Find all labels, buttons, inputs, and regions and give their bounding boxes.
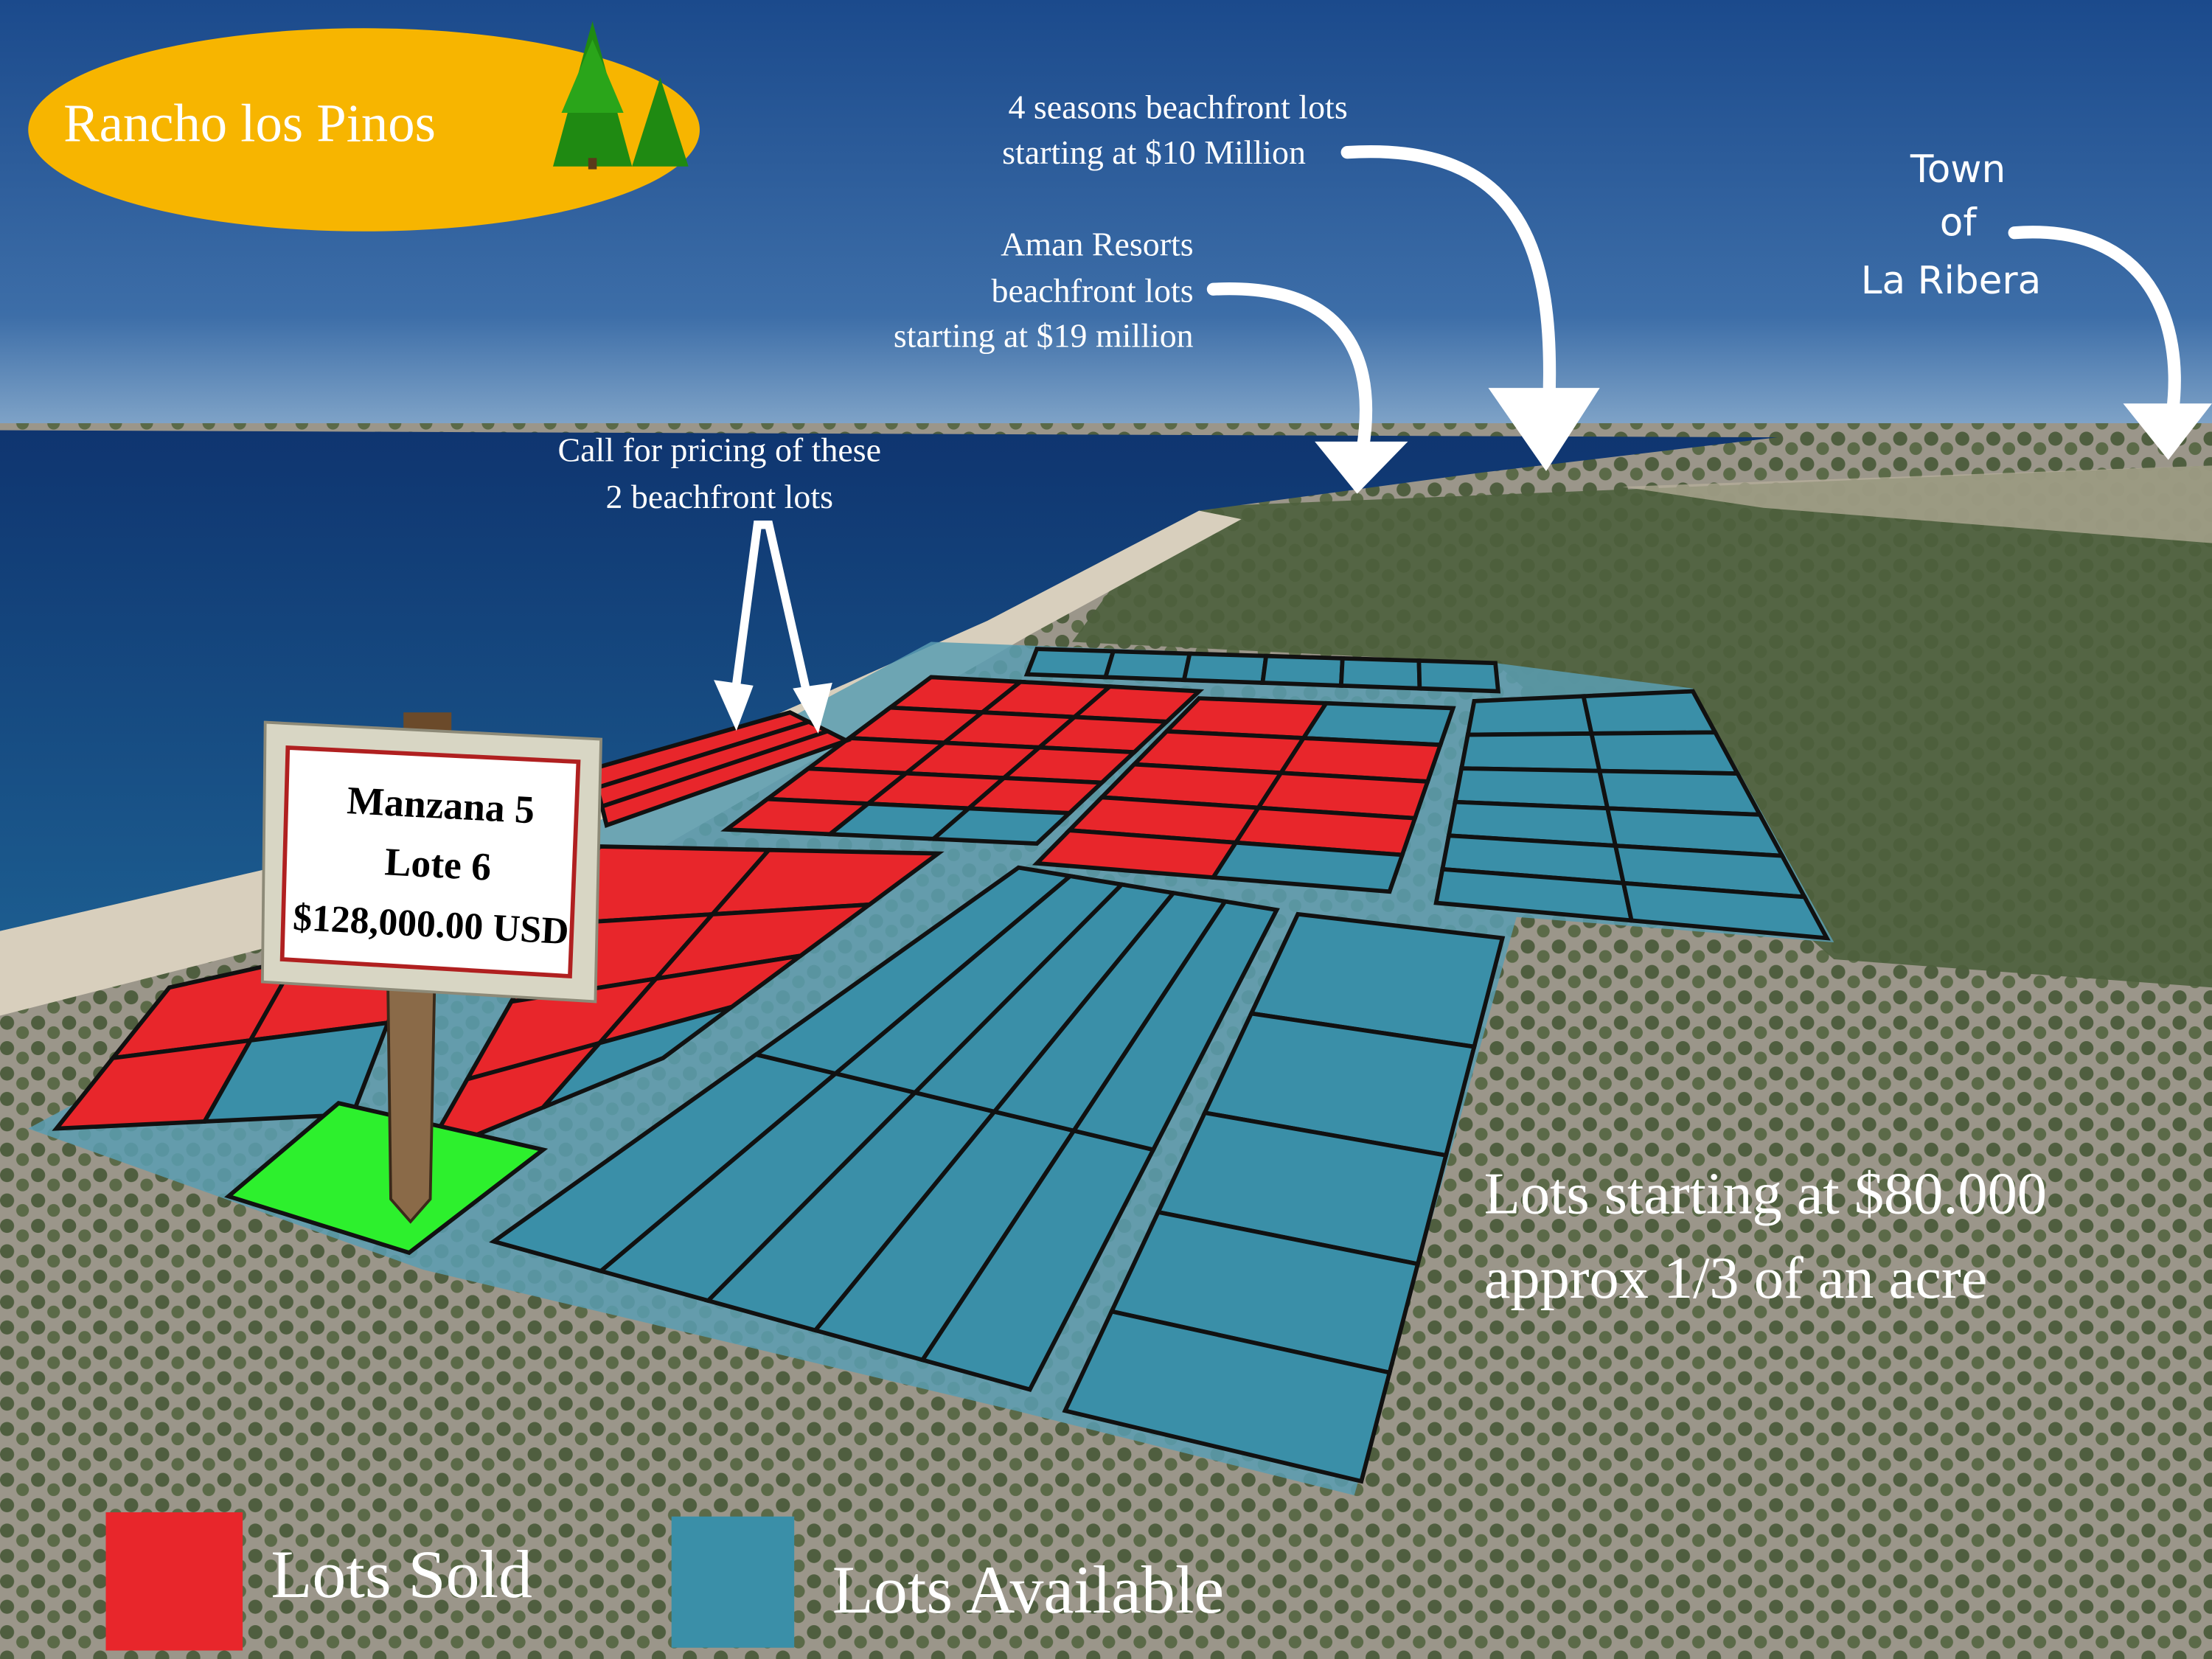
- lots-info-line-1: Lots starting at $80.000: [1484, 1161, 2047, 1226]
- legend-swatch-available: [671, 1516, 795, 1648]
- call-pricing-line-2: 2 beachfront lots: [606, 478, 834, 515]
- arrowhead-icon: [2123, 403, 2212, 460]
- four-seasons-line-1: 4 seasons beachfront lots: [1008, 88, 1347, 126]
- lot-available[interactable]: [1338, 655, 1422, 691]
- town-line-1: Town: [1910, 147, 2006, 192]
- arrowhead-icon: [1315, 441, 1408, 494]
- arrow-aman: [1206, 282, 1373, 456]
- legend-swatch-sold: [105, 1512, 243, 1651]
- lots-info-line-2: approx 1/3 of an acre: [1484, 1245, 1988, 1311]
- arrowhead-icon: [1488, 388, 1600, 472]
- lot-available[interactable]: [1416, 658, 1501, 694]
- legend-label-sold: Lots Sold: [271, 1537, 532, 1612]
- legend: Lots Sold Lots Available: [105, 1512, 1224, 1651]
- aman-line-3: starting at $19 million: [894, 317, 1194, 355]
- lot-available[interactable]: [1458, 731, 1602, 773]
- lot-available[interactable]: [1621, 880, 1831, 941]
- sign-line-manzana: Manzana 5: [346, 778, 535, 832]
- highlighted-lot-manzana5-lote6[interactable]: [224, 1101, 549, 1256]
- lot-available[interactable]: [928, 806, 1075, 846]
- aman-line-1: Aman Resorts: [1001, 225, 1193, 262]
- arrowhead-icon: [714, 680, 754, 731]
- sign-line-lote: Lote 6: [383, 839, 492, 888]
- arrow-four-seasons: [1340, 145, 1557, 408]
- aman-line-2: beachfront lots: [992, 271, 1194, 309]
- far-plain: [1622, 465, 2212, 543]
- lot-available[interactable]: [1209, 840, 1405, 894]
- lot-sold[interactable]: [599, 728, 852, 829]
- lots-grid: [28, 641, 1834, 1496]
- arrows: [729, 145, 2181, 717]
- lot-available[interactable]: [1581, 689, 1719, 736]
- pine-tree-icon: [553, 21, 689, 170]
- lot-available[interactable]: [1181, 651, 1269, 685]
- town-line-3: La Ribera: [1861, 259, 2042, 303]
- four-seasons-line-2: starting at $10 Million: [1002, 133, 1306, 171]
- sign-post: [386, 986, 437, 1224]
- logo: Rancho los Pinos: [28, 21, 700, 232]
- lot-available[interactable]: [1102, 649, 1193, 683]
- arrow-town: [2008, 226, 2181, 419]
- lot-available[interactable]: [1023, 647, 1116, 680]
- lot-available[interactable]: [1260, 653, 1345, 688]
- sign-panel: [279, 745, 581, 979]
- lot-available[interactable]: [1070, 899, 1280, 1152]
- lot-available[interactable]: [1588, 730, 1742, 776]
- lot-sign: Manzana 5 Lote 6 $128,000.00 USD: [260, 712, 603, 1224]
- legend-label-available: Lots Available: [832, 1552, 1224, 1627]
- logo-title: Rancho los Pinos: [63, 93, 436, 153]
- lot-available[interactable]: [1062, 1309, 1393, 1484]
- lot-available[interactable]: [541, 1004, 734, 1110]
- town-line-2: of: [1940, 201, 1978, 246]
- arrowhead-icon: [793, 683, 832, 734]
- lot-available[interactable]: [1465, 694, 1595, 737]
- arrow-call-pricing: [729, 520, 815, 717]
- call-pricing-line-1: Call for pricing of these: [557, 431, 881, 469]
